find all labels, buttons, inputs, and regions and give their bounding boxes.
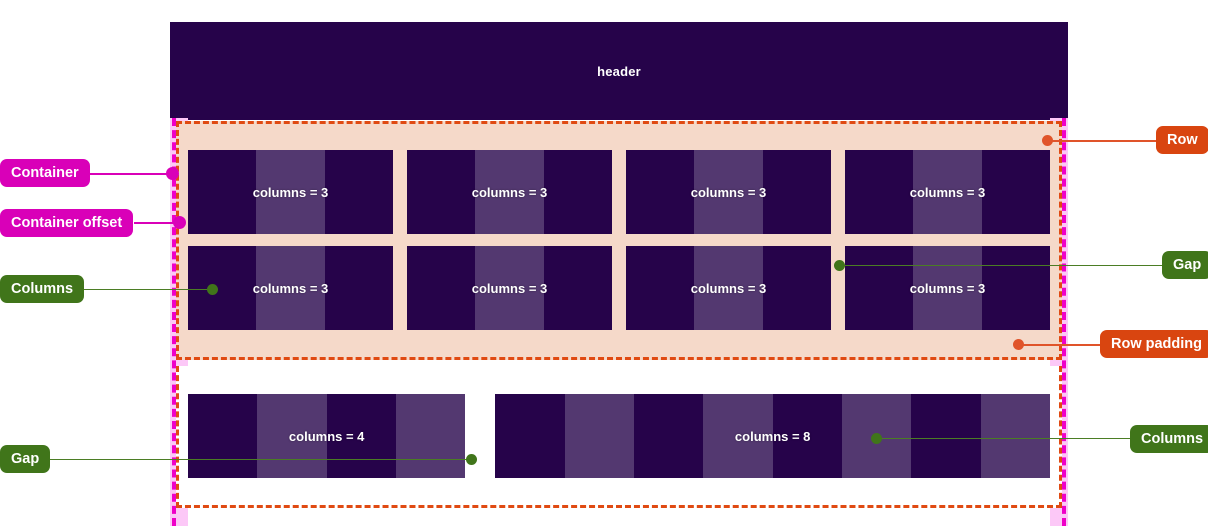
column-block-label: columns = 8: [734, 428, 811, 444]
annotation-gap-right-label: Gap: [1173, 257, 1202, 273]
annotation-columns-left[interactable]: Columns: [0, 275, 85, 303]
column-stripes: [626, 150, 831, 234]
column-block: columns = 3: [845, 246, 1050, 330]
column-block: columns = 3: [407, 150, 612, 234]
annotation-gap-bottom-left[interactable]: Gap: [0, 445, 51, 473]
annotation-gap-bottom-left-label: Gap: [11, 451, 40, 467]
column-block-label: columns = 3: [690, 184, 767, 200]
header-label: header: [597, 63, 641, 79]
column-stripes: [407, 246, 612, 330]
leader-gap-right: [841, 265, 1162, 266]
column-stripes: [188, 150, 393, 234]
column-stripes: [407, 150, 612, 234]
column-block: columns = 3: [845, 150, 1050, 234]
row-2-grid: columns = 4 columns = 8: [188, 394, 1050, 478]
column-block-label: columns = 3: [252, 184, 329, 200]
leader-dot-columns-left: [207, 284, 218, 295]
leader-row: [1047, 140, 1156, 142]
column-stripes: [845, 150, 1050, 234]
annotation-columns-right[interactable]: Columns: [1130, 425, 1208, 453]
column-block: columns = 3: [188, 246, 393, 330]
column-stripes: [188, 394, 466, 478]
column-block: columns = 3: [626, 246, 831, 330]
leader-dot-row: [1042, 135, 1053, 146]
leader-container-offset: [134, 222, 178, 224]
annotation-container-label: Container: [11, 165, 79, 181]
leader-dot-container-offset: [173, 216, 186, 229]
container-edge-right-icon: [1062, 118, 1066, 526]
container-edge-left-icon: [172, 118, 176, 526]
annotation-gap-right[interactable]: Gap: [1162, 251, 1208, 279]
column-block-label: columns = 3: [909, 280, 986, 296]
column-block: columns = 8: [495, 394, 1050, 478]
leader-container: [88, 173, 172, 175]
annotation-row-padding[interactable]: Row padding: [1100, 330, 1208, 358]
annotation-row-padding-label: Row padding: [1111, 336, 1203, 352]
header-block: header: [170, 22, 1068, 120]
column-stripes: [495, 394, 1050, 478]
leader-dot-row-padding: [1013, 339, 1024, 350]
annotation-container-offset-label: Container offset: [11, 215, 123, 231]
column-block-label: columns = 3: [471, 184, 548, 200]
leader-dot-gap-right: [834, 260, 845, 271]
row-1-grid: columns = 3 columns = 3 columns = 3 colu…: [188, 150, 1050, 330]
leader-columns-left: [80, 289, 213, 290]
column-block-label: columns = 4: [288, 428, 365, 444]
annotation-container[interactable]: Container: [0, 159, 90, 187]
column-stripes: [845, 246, 1050, 330]
column-stripes: [188, 246, 393, 330]
leader-dot-container: [166, 167, 179, 180]
column-block-label: columns = 3: [252, 280, 329, 296]
leader-gap-bottom-left: [44, 459, 472, 460]
column-block: columns = 3: [407, 246, 612, 330]
annotation-row[interactable]: Row: [1156, 126, 1208, 154]
annotation-columns-right-label: Columns: [1141, 431, 1204, 447]
leader-row-padding: [1021, 344, 1100, 346]
column-block-label: columns = 3: [690, 280, 767, 296]
annotation-columns-left-label: Columns: [11, 281, 74, 297]
leader-columns-right: [880, 438, 1130, 439]
annotation-container-offset[interactable]: Container offset: [0, 209, 134, 237]
column-block: columns = 3: [626, 150, 831, 234]
column-block-label: columns = 3: [471, 280, 548, 296]
leader-dot-columns-right: [871, 433, 882, 444]
column-block-label: columns = 3: [909, 184, 986, 200]
column-block: columns = 3: [188, 150, 393, 234]
column-stripes: [626, 246, 831, 330]
column-block: columns = 4: [188, 394, 466, 478]
annotation-row-label: Row: [1167, 132, 1198, 148]
leader-dot-gap-bottom-left: [466, 454, 477, 465]
